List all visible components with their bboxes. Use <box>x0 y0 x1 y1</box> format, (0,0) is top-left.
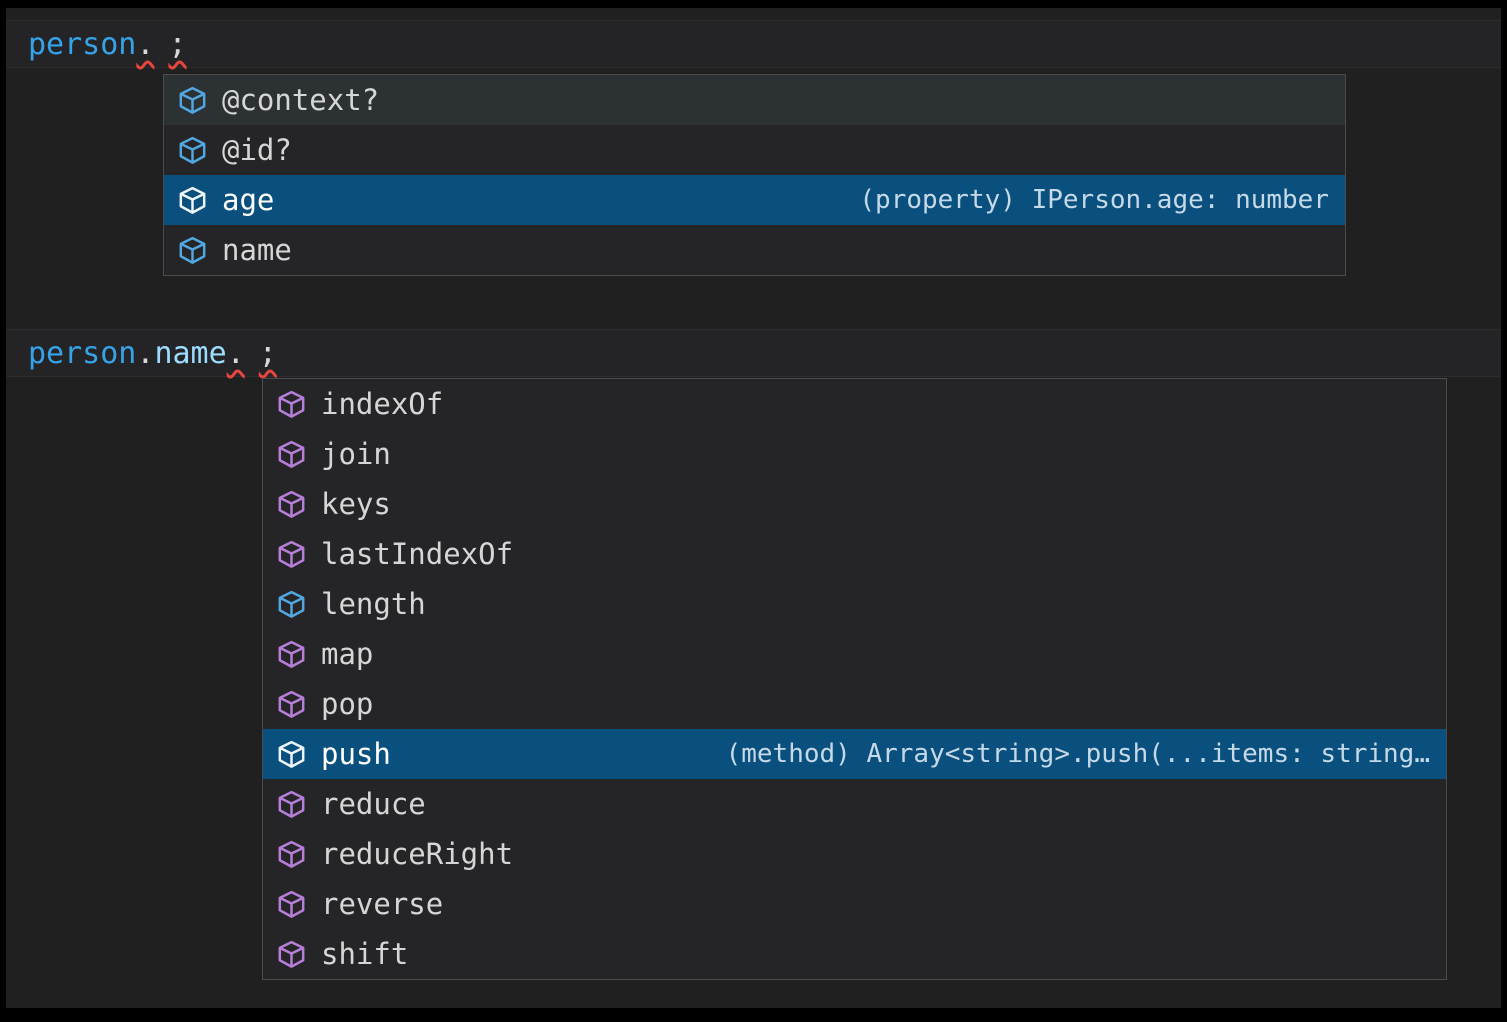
suggest-item-label: @context? <box>222 83 380 117</box>
suggest-item[interactable]: lastIndexOf <box>263 529 1446 579</box>
symbol-method-icon <box>275 688 308 721</box>
code-token-variable: person <box>28 335 137 371</box>
symbol-field-icon <box>176 234 209 267</box>
suggest-item-label: indexOf <box>321 387 444 421</box>
symbol-field-icon <box>275 588 308 621</box>
symbol-method-icon <box>275 888 308 921</box>
code-token-dot: . <box>136 335 155 371</box>
symbol-field-icon <box>176 184 209 217</box>
suggest-item[interactable]: join <box>263 429 1446 479</box>
suggest-item-selected[interactable]: push (method) Array<string>.push(...item… <box>263 729 1446 779</box>
suggest-item-label: name <box>222 233 292 267</box>
code-token-variable: person <box>28 26 137 62</box>
suggest-item[interactable]: @context? <box>164 75 1345 125</box>
suggest-item-label: reduce <box>321 787 426 821</box>
suggest-item-label: pop <box>321 687 374 721</box>
symbol-method-icon <box>275 638 308 671</box>
code-token-dot-error: . <box>136 26 155 62</box>
suggest-item-label: reverse <box>321 887 444 921</box>
suggest-item[interactable]: keys <box>263 479 1446 529</box>
suggest-item[interactable]: reduceRight <box>263 829 1446 879</box>
suggest-item-label: keys <box>321 487 391 521</box>
suggest-item[interactable]: @id? <box>164 125 1345 175</box>
symbol-field-icon <box>176 134 209 167</box>
suggest-widget-person: @context? @id? age (property) IPerson.ag… <box>163 74 1346 276</box>
code-token-property: name <box>154 335 227 371</box>
suggest-item-label: push <box>321 737 391 771</box>
suggest-item-label: map <box>321 637 374 671</box>
suggest-item[interactable]: reduce <box>263 779 1446 829</box>
suggest-item-label: reduceRight <box>321 837 514 871</box>
suggest-item[interactable]: length <box>263 579 1446 629</box>
suggest-item[interactable]: indexOf <box>263 379 1446 429</box>
symbol-method-icon <box>275 738 308 771</box>
suggest-item-label: shift <box>321 937 409 971</box>
code-token-semicolon-error: ; <box>168 26 187 62</box>
code-line-2[interactable]: person.name.; <box>6 329 1501 377</box>
code-token-semicolon-error: ; <box>258 335 277 371</box>
suggest-item-label: join <box>321 437 391 471</box>
code-line-1[interactable]: person.; <box>6 20 1501 68</box>
suggest-item[interactable]: map <box>263 629 1446 679</box>
suggest-item[interactable]: pop <box>263 679 1446 729</box>
symbol-method-icon <box>275 788 308 821</box>
suggest-widget-name: indexOf join keys lastIndexOf length map… <box>262 378 1447 980</box>
symbol-method-icon <box>275 838 308 871</box>
suggest-item-detail: (property) IPerson.age: number <box>859 185 1329 215</box>
symbol-method-icon <box>275 938 308 971</box>
symbol-field-icon <box>176 84 209 117</box>
suggest-item-label: age <box>222 183 275 217</box>
suggest-item-label: lastIndexOf <box>321 537 514 571</box>
symbol-method-icon <box>275 488 308 521</box>
suggest-item[interactable]: shift <box>263 929 1446 979</box>
symbol-method-icon <box>275 438 308 471</box>
symbol-method-icon <box>275 388 308 421</box>
suggest-item-label: length <box>321 587 426 621</box>
suggest-item[interactable]: name <box>164 225 1345 275</box>
suggest-item-selected[interactable]: age (property) IPerson.age: number <box>164 175 1345 225</box>
symbol-method-icon <box>275 538 308 571</box>
code-token-dot-error: . <box>226 335 245 371</box>
suggest-item-detail: (method) Array<string>.push(...items: st… <box>725 739 1430 769</box>
suggest-item-label: @id? <box>222 133 292 167</box>
suggest-item[interactable]: reverse <box>263 879 1446 929</box>
